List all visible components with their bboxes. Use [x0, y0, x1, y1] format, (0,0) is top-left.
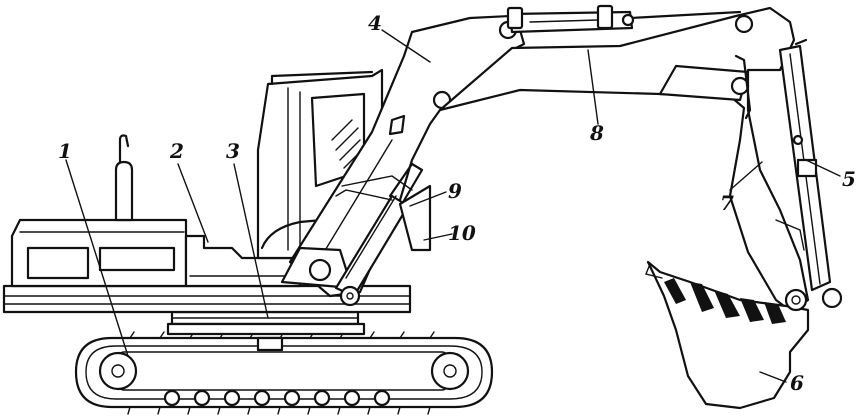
drive-sprocket [430, 351, 470, 391]
arm-pin-top [734, 14, 754, 34]
label-2: 2 [169, 139, 184, 163]
bucket-cylinder [778, 38, 843, 309]
part-labels: 1 2 3 4 5 6 7 8 9 10 [58, 11, 856, 395]
leader-lines [65, 29, 841, 383]
stick-arm [438, 6, 810, 314]
arm-link-strut [658, 64, 750, 102]
label-1: 1 [58, 139, 72, 163]
bucket-pin [784, 288, 808, 312]
track-rollers [163, 389, 391, 407]
engine-hood-grille-right [98, 246, 176, 272]
label-4: 4 [368, 11, 382, 35]
label-6: 6 [790, 371, 804, 395]
arm-cylinder [506, 4, 742, 34]
engine-compartment [10, 218, 188, 288]
label-8: 8 [589, 121, 604, 145]
engine-hood-grille-left [26, 246, 90, 280]
front-idler [98, 351, 138, 391]
track-center-hub [256, 336, 284, 352]
label-3: 3 [226, 139, 240, 163]
label-9: 9 [448, 179, 462, 203]
turntable [166, 310, 366, 336]
boom-bracket [388, 114, 406, 136]
bucket [645, 260, 810, 410]
label-7: 7 [720, 191, 734, 215]
boom-cylinder-bracket [398, 184, 432, 252]
label-5: 5 [842, 167, 856, 191]
crawler-track [74, 331, 494, 415]
boom-cylinder [334, 162, 432, 307]
label-10: 10 [448, 221, 476, 245]
exhaust-pipe [114, 134, 134, 222]
